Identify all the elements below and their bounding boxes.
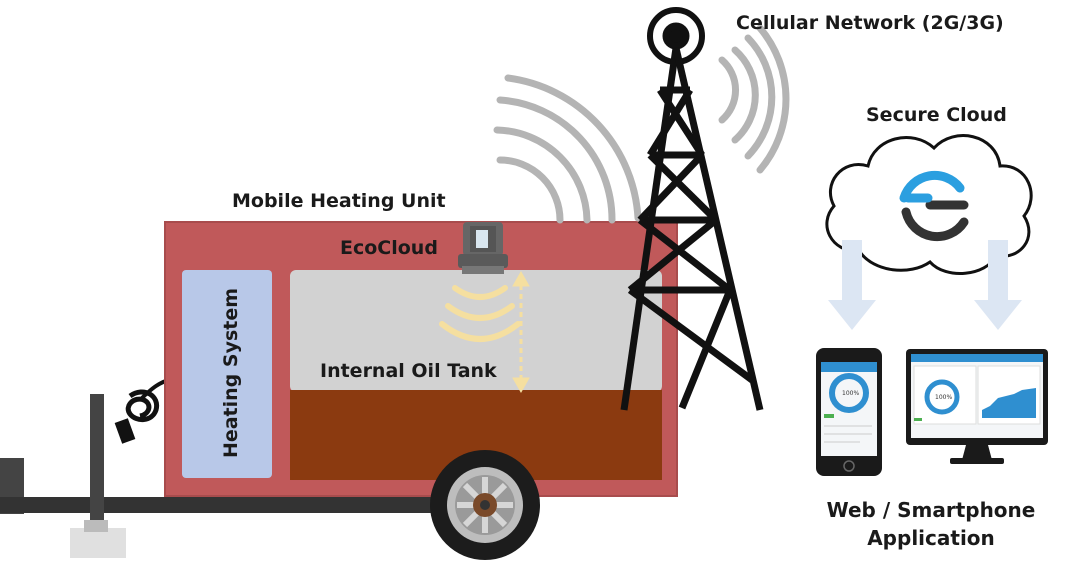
app-label-line1: Web / Smartphone (826, 498, 1036, 522)
trailer-hitch (0, 394, 440, 558)
signal-waves-right (718, 24, 790, 174)
sensor-icon (458, 222, 508, 274)
sensor-waves (439, 285, 521, 342)
internal-oil-tank (290, 270, 662, 480)
smartphone-icon (816, 348, 882, 476)
signal-waves-left (493, 74, 642, 224)
mobile-heating-unit-label: Mobile Heating Unit (232, 190, 446, 212)
secure-cloud-label: Secure Cloud (866, 104, 1007, 126)
cellular-network-label: Cellular Network (2G/3G) (736, 12, 1004, 34)
monitor-icon (906, 349, 1048, 464)
heating-system-label: Heating System (220, 287, 242, 459)
cloud-to-device-arrows (828, 240, 1022, 330)
internal-oil-tank-label: Internal Oil Tank (320, 360, 497, 382)
level-arrow (512, 270, 530, 394)
desktop-gauge-percent: 100% (935, 394, 953, 401)
app-label-line2: Application (867, 526, 995, 550)
tower-icon (620, 7, 764, 411)
web-smartphone-app-label: Web / Smartphone Application (826, 496, 1036, 552)
ecocloud-label: EcoCloud (340, 237, 438, 259)
heating-system-panel (182, 270, 272, 478)
wheel-icon (430, 450, 540, 560)
ecocloud-logo-icon (899, 170, 969, 242)
heating-system-label-wrap: Heating System (186, 268, 276, 478)
phone-gauge-percent: 100% (842, 390, 860, 397)
